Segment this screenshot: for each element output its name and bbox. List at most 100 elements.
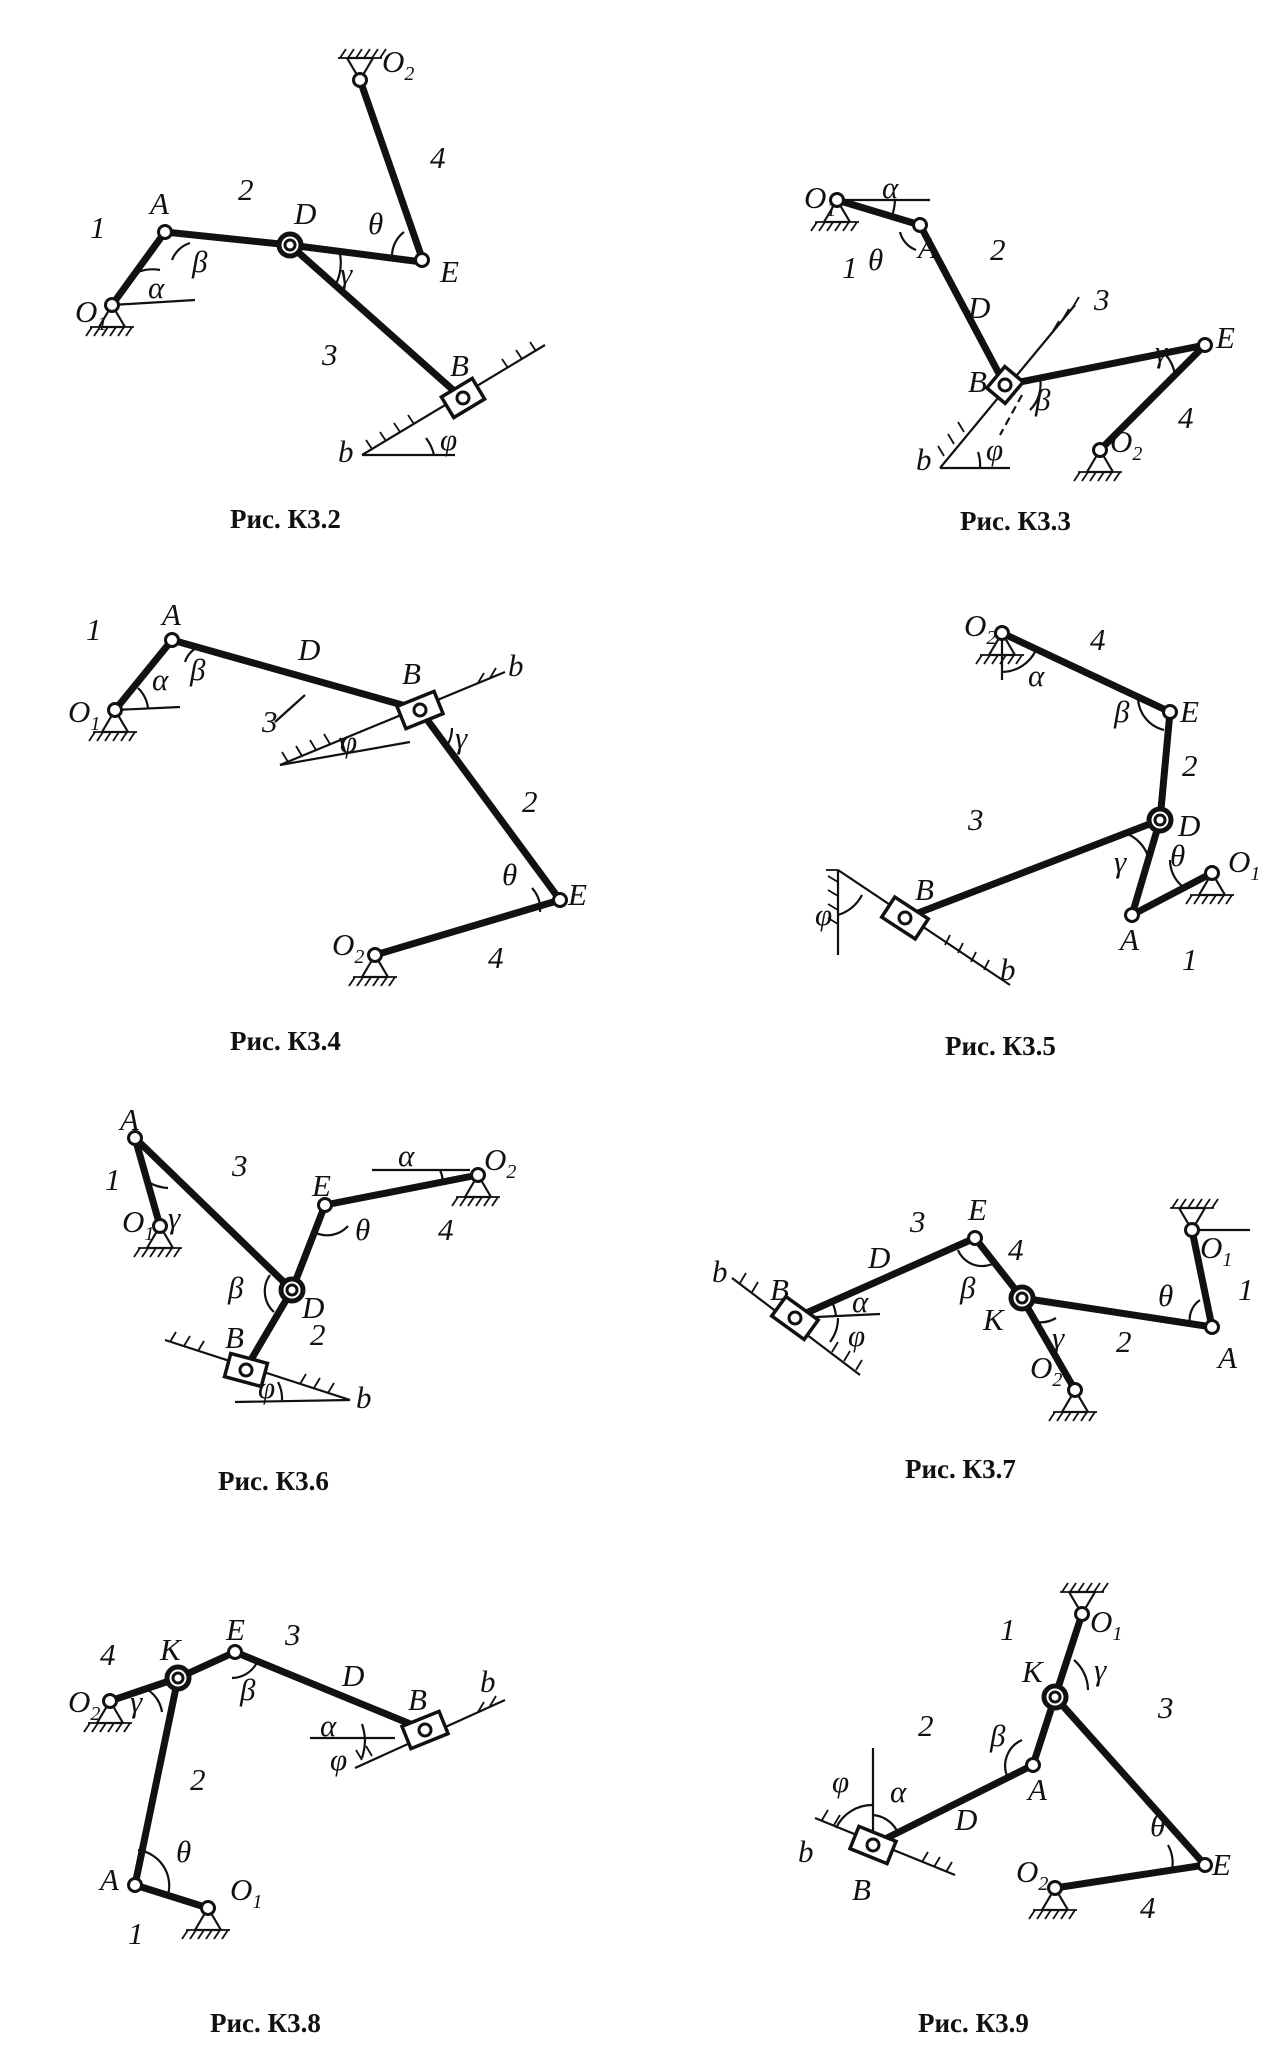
figure-k3-9-label: b (798, 1834, 814, 1869)
figure-k3-6-link-bar (131, 1134, 164, 1230)
figure-k3-9-label: B (852, 1872, 871, 1907)
figure-k3-4-label: E (567, 877, 587, 912)
figure-k3-2-label: B (450, 348, 469, 383)
figure-k3-2-hatching (529, 341, 537, 352)
figure-k3-6-link-bar (288, 1201, 329, 1294)
figure-k3-8-label: 3 (284, 1617, 301, 1652)
figure-k3-6-link-bar (241, 1286, 296, 1374)
figure-k3-8-hatching (365, 1745, 373, 1757)
figure-k3-5-label: 2 (1182, 748, 1198, 783)
figure-k3-3-hatching (957, 421, 965, 433)
figure-k3-6-guide-line (263, 1274, 275, 1313)
figure-k3-5-link-bar (998, 629, 1174, 716)
figure-k3-3-link-bar (1096, 341, 1209, 454)
figure-k3-9-hatching (921, 1851, 929, 1863)
figure-k3-6-label: 1 (144, 1223, 154, 1245)
figure-k3-9-joint (865, 1837, 881, 1853)
figure-k3-3-guide-line (1029, 377, 1042, 411)
figure-k3-4-label: 2 (354, 946, 364, 968)
figure-k3-7-label: E (967, 1192, 987, 1227)
figure-k3-7-joint (1015, 1291, 1029, 1305)
figure-k3-3-label: θ (868, 242, 883, 277)
figure-k3-6-label: θ (355, 1212, 370, 1247)
figure-k3-6-joint (127, 1130, 143, 1146)
figure-k3-5-hatching (970, 951, 977, 963)
figure-k3-7-joint (1067, 1382, 1083, 1398)
figure-k3-7-label: D (867, 1240, 890, 1275)
figure-k3-4-guide-line (447, 727, 454, 745)
figure-k3-7-label: O1 (1200, 1230, 1232, 1271)
figure-k3-2-joint (157, 224, 173, 240)
figure-k3-9-hatching (821, 1809, 829, 1821)
figure-k3-6-label: 1 (105, 1162, 121, 1197)
figure-k3-3-label: 2 (990, 232, 1006, 267)
figure-k3-5-label: β (1113, 694, 1130, 729)
figure-k3-2-guide-line (111, 298, 196, 307)
figure-k3-9-guide-line (835, 1803, 874, 1829)
figure-k3-2-label: O1 (75, 294, 107, 335)
figure-k3-8-label: B (408, 1682, 427, 1717)
figure-k3-3-joint (829, 192, 845, 208)
figure-k3-6-guide-line (147, 1181, 169, 1190)
figure-k3-5-label: E (1179, 694, 1199, 729)
figure-k3-6-label: γ (168, 1200, 181, 1235)
figure-k3-4-link-bar (111, 636, 176, 714)
figure-k3-2-guide-line (390, 231, 405, 257)
figure-k3-5-link-bar (1128, 816, 1164, 919)
figure-k3-4-guide-line (531, 887, 542, 913)
figure-k3-2-label: φ (440, 422, 457, 457)
figure-k3-3-label: 1 (826, 199, 836, 221)
figure-k3-6-label: b (356, 1380, 372, 1415)
figure-k3-7-label: 2 (1052, 1369, 1062, 1391)
figure-k3-3-guide-line (890, 199, 897, 217)
figure-k3-2-label: A (148, 186, 170, 221)
figure-k3-8-hatching (477, 1701, 485, 1713)
figure-k3-5-guide-line (1168, 859, 1183, 887)
figure-k3-2-link-bar (286, 241, 466, 402)
figure-k3-3-label: O (804, 180, 826, 215)
figure-k3-9-guide-line (872, 1813, 900, 1834)
figure-k3-8-label: α (320, 1708, 337, 1743)
figure-k3-2-link-bar (356, 76, 426, 262)
figure-k3-8: E 3 4 K D b O2 γ β α B φ 2 θ A O1 1 Рис.… (68, 1612, 506, 2038)
figure-k3-2-hatching (393, 422, 401, 433)
figure-k3-4-hatching (477, 672, 485, 684)
figure-k3-6-label: 2 (506, 1161, 516, 1183)
figure-k3-6-label: 3 (231, 1148, 248, 1183)
figure-k3-3-label: O (1110, 424, 1132, 459)
figure-k3-3-label: 4 (1178, 400, 1194, 435)
figure-k3-9-hatching (933, 1856, 941, 1868)
figure-k3-3-label: O1 (804, 180, 836, 221)
figure-k3-5-label: B (915, 872, 934, 907)
figure-k3-9-label: 3 (1157, 1690, 1174, 1725)
figure-k3-4-guide-line (279, 670, 506, 767)
figure-k3-2-label: β (191, 244, 208, 279)
figure-k3-2-label: θ (368, 206, 383, 241)
figure-k3-3-label: D (967, 290, 990, 325)
figure-k3-7-link-bar (1018, 1294, 1079, 1394)
figure-k3-9-guide-line (1073, 1659, 1090, 1691)
figure-k3-7-label: φ (848, 1318, 865, 1353)
figure-k3-6-label: D (301, 1290, 324, 1325)
figure-k3-7-guide-line (831, 1301, 838, 1317)
figure-k3-2-guide-line (425, 437, 436, 456)
figure-k3-9-link-bar (869, 1761, 1037, 1849)
figure-k3-9-label: K (1021, 1654, 1045, 1689)
figure-k3-3-hatching (947, 433, 955, 445)
figure-k3-9-label: E (1211, 1847, 1231, 1882)
figure-k3-9-hatching (833, 1814, 841, 1826)
figure-k3-7-label: 4 (1008, 1232, 1024, 1267)
figure-k3-4-joint (107, 702, 123, 718)
figure-k3-5-label: θ (1170, 838, 1185, 873)
figure-k3-4-label: A (160, 597, 182, 632)
figure-k3-7-link-bar (791, 1234, 979, 1322)
figure-k3-3-link-bar (1001, 341, 1209, 389)
figure-k3-9: O1 1 K γ 3 2 β φ α A D θ b B O2 E 4 Рис.… (798, 1581, 1231, 2038)
figure-k3-5-link-bar (901, 816, 1164, 922)
figure-k3-8-label: β (239, 1672, 256, 1707)
figure-k3-4-joint (367, 947, 383, 963)
figure-k3-9-link-bar (1051, 1861, 1209, 1892)
figure-k3-4-link-bar (371, 896, 564, 959)
figure-k3-3-guide-line (898, 231, 917, 252)
figure-k3-5-link-bar (1156, 708, 1174, 824)
